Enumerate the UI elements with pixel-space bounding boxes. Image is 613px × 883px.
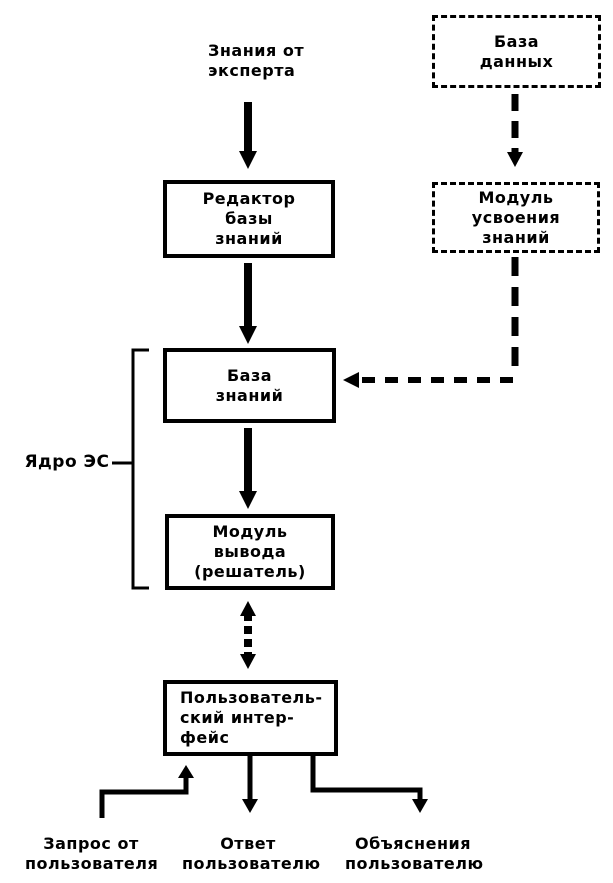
- arrow-inference-ui-bidirectional: [240, 601, 256, 669]
- core-bracket: [112, 348, 149, 590]
- arrow-kb-to-inference: [239, 428, 257, 509]
- label-core: Ядро ЭС: [24, 452, 110, 472]
- arrow-editor-to-kb: [239, 263, 257, 344]
- label-line: Запрос от: [43, 834, 139, 853]
- node-database: База данных: [432, 15, 601, 88]
- node-line: ский интер-: [180, 708, 295, 727]
- node-line: Редактор: [202, 189, 296, 208]
- node-knowledge-base: База знаний: [163, 348, 336, 423]
- label-user-request: Запрос от пользователя: [25, 834, 159, 874]
- arrow-acquisition-to-kb: [343, 257, 519, 388]
- label-line: пользователя: [25, 854, 159, 873]
- label-line: Объяснения: [355, 834, 471, 853]
- node-line: База: [226, 365, 273, 385]
- label-user-explanations: Объяснения пользователю: [345, 834, 484, 874]
- node-acquisition-module: Модуль усвоения знаний: [432, 182, 600, 253]
- label-line: пользователю: [345, 854, 484, 873]
- node-inference-module: Модуль вывода (решатель): [165, 514, 335, 590]
- arrow-expert-to-editor: [239, 102, 257, 169]
- node-line: данных: [479, 51, 554, 71]
- arrow-db-to-acquisition: [507, 94, 523, 167]
- node-line: фейс: [180, 728, 230, 747]
- node-line: знаний: [215, 229, 283, 248]
- node-line: знаний: [482, 227, 550, 247]
- label-line: пользователю: [182, 854, 321, 873]
- node-line: Пользователь-: [180, 688, 323, 707]
- label-line: Ответ: [220, 834, 276, 853]
- label-line: эксперта: [208, 61, 296, 80]
- node-line: База: [493, 31, 540, 51]
- node-kb-editor: Редактор базы знаний: [163, 180, 335, 258]
- node-line: вывода: [213, 542, 287, 561]
- node-line: Модуль: [478, 187, 554, 207]
- connector-request-to-ui: [99, 765, 194, 818]
- node-line: усвоения: [471, 207, 561, 227]
- connector-ui-to-explanations: [310, 756, 428, 813]
- connector-ui-to-answer: [242, 756, 258, 813]
- label-expert-knowledge: Знания от эксперта: [208, 41, 328, 81]
- label-line: Знания от: [208, 41, 305, 60]
- node-line: базы: [225, 209, 273, 228]
- node-line: знаний: [215, 385, 284, 405]
- node-line: (решатель): [194, 562, 306, 581]
- node-line: Модуль: [212, 522, 288, 541]
- label-user-answer: Ответ пользователю: [182, 834, 321, 874]
- node-user-interface: Пользователь- ский интер- фейс: [163, 680, 338, 756]
